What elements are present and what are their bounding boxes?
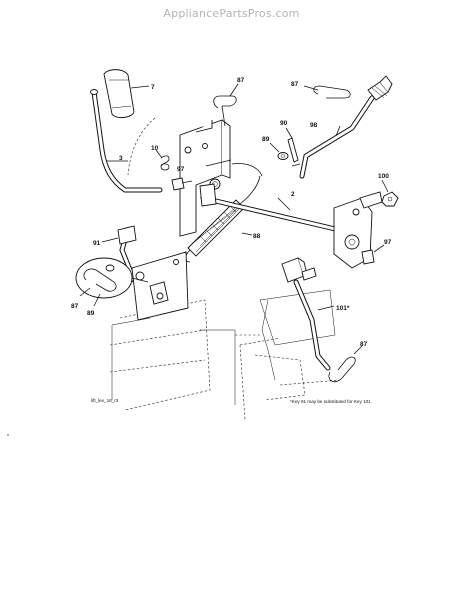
washer-89-upper — [269, 142, 289, 160]
watermark: AppliancePartsPros.com — [163, 7, 300, 20]
bolt-97-right — [361, 244, 385, 265]
lift-shaft-2 — [199, 183, 351, 235]
bolt-97-upper — [171, 177, 193, 191]
callout-labels: 7 87 87 3 10 97 89 90 98 2 100 88 91 97 … — [71, 77, 392, 348]
extension-spring-88 — [185, 175, 261, 263]
callout-98: 98 — [310, 122, 318, 129]
hairpin-clip-upper — [213, 83, 239, 127]
callout-101: 101* — [336, 305, 350, 312]
callout-89-inset: 89 — [87, 310, 95, 317]
callout-100: 100 — [378, 173, 389, 180]
hairpin-clip-lower — [328, 345, 363, 383]
lift-arm-right — [333, 191, 383, 269]
callout-89-upper: 89 — [262, 136, 270, 143]
lift-lever-rod — [90, 89, 163, 193]
callout-3: 3 — [119, 155, 123, 162]
callout-91: 91 — [93, 240, 101, 247]
spring-10 — [155, 149, 170, 171]
callout-88: 88 — [253, 233, 261, 240]
footnote: *Key 91 may be substituted for Key 101 — [290, 399, 371, 404]
pivot-bracket-lower — [131, 251, 189, 321]
pin-90 — [285, 127, 301, 167]
callout-10: 10 — [151, 145, 159, 152]
callout-87-inset: 87 — [71, 303, 79, 310]
lever-101 — [281, 257, 335, 371]
stray-dot — [7, 434, 9, 436]
callout-2: 2 — [291, 191, 295, 198]
frame-outline — [109, 117, 341, 421]
hairpin-clip-right — [303, 85, 351, 99]
callout-97-right: 97 — [384, 239, 392, 246]
figure-id: lift_lev_16_r3 — [91, 398, 119, 403]
callout-87-right: 87 — [291, 81, 299, 88]
nut-100 — [381, 179, 399, 207]
callout-87-lower: 87 — [360, 341, 368, 348]
detail-inset — [75, 257, 149, 307]
callout-7: 7 — [151, 84, 155, 91]
lift-bracket — [179, 119, 263, 237]
adjuster-rod-98 — [299, 75, 393, 179]
handle-grip — [103, 69, 150, 119]
callout-97-upper: 97 — [177, 166, 185, 173]
callout-87-upper: 87 — [237, 77, 245, 84]
callout-90: 90 — [280, 120, 288, 127]
